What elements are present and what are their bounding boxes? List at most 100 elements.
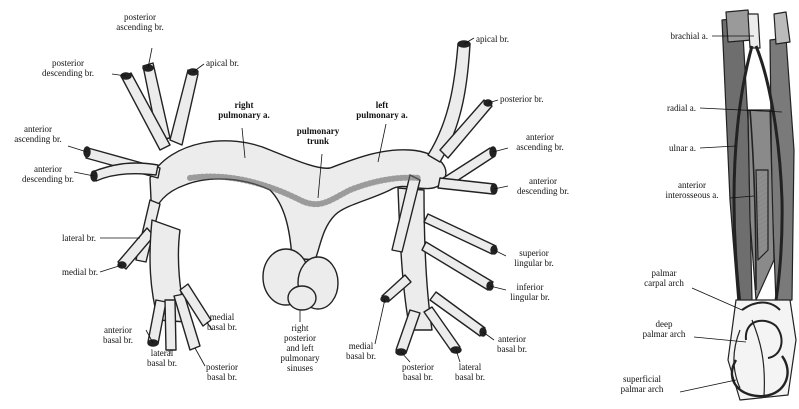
left-lung-branches — [381, 41, 497, 355]
label-deep-palmar-arch-line: deep — [656, 319, 673, 329]
label-anterior-ascending-right-line: anterior — [24, 124, 52, 134]
label-superior-lingular-line: lingular br. — [514, 258, 554, 268]
pulmonary-sinuses — [263, 249, 338, 310]
label-anterior-basal-left-line: basal br. — [497, 344, 527, 354]
label-apical-right-line: apical br. — [206, 58, 239, 68]
label-medial-basal-left-line: medial — [349, 341, 374, 351]
label-anterior-ascending-left-line: ascending br. — [516, 142, 564, 152]
label-left-pulmonary-artery-line: left — [376, 100, 389, 110]
label-pulmonary-sinuses-line: and left — [286, 343, 314, 353]
label-anterior-basal-left: anteriorbasal br. — [497, 334, 527, 354]
label-pulmonary-sinuses-line: pulmonary — [281, 353, 320, 363]
label-posterior-left-line: posterior br. — [500, 94, 544, 104]
forearm-arteries — [722, 10, 796, 400]
label-anterior-ascending-right: anteriorascending br. — [14, 124, 62, 144]
label-posterior-ascending-line: ascending br. — [116, 22, 164, 32]
label-lateral-basal-right-line: lateral — [151, 348, 174, 358]
label-posterior-descending-line: posterior — [52, 58, 84, 68]
label-posterior-basal-right-line: posterior — [206, 362, 238, 372]
pulmonary-artery-tree — [84, 41, 497, 355]
label-left-pulmonary-artery-line: pulmonary a. — [356, 110, 408, 120]
label-radial-artery-line: radial a. — [667, 103, 696, 113]
label-anterior-interosseous-artery-line: anterior — [678, 180, 706, 190]
label-apical-left: apical br. — [476, 34, 509, 44]
label-anterior-basal-left-line: anterior — [498, 334, 526, 344]
apical-branch-right — [170, 70, 198, 145]
label-superficial-palmar-arch: superficialpalmar arch — [621, 374, 664, 394]
label-inferior-lingular-line: lingular br. — [510, 292, 550, 302]
label-posterior-basal-right-line: basal br. — [207, 372, 237, 382]
label-brachial-artery: brachial a. — [671, 31, 708, 41]
label-anterior-ascending-left-line: anterior — [526, 132, 554, 142]
anterior-descending-branch-right — [92, 163, 158, 181]
label-posterior-basal-left: posteriorbasal br. — [402, 362, 434, 382]
label-medial-branch-line: medial br. — [62, 267, 98, 277]
label-lateral-basal-right-line: basal br. — [147, 358, 177, 368]
label-posterior-left: posterior br. — [500, 94, 544, 104]
label-superficial-palmar-arch-line: superficial — [623, 374, 661, 384]
label-pulmonary-sinuses-line: posterior — [284, 333, 316, 343]
label-lateral-basal-left-line: lateral — [459, 362, 482, 372]
label-anterior-descending-right-line: descending br. — [22, 174, 74, 184]
forearm-muscle-right — [770, 38, 794, 302]
label-ulnar-artery-line: ulnar a. — [669, 143, 696, 153]
label-medial-basal-right-line: basal br. — [207, 322, 237, 332]
label-pulmonary-sinuses-line: sinuses — [287, 363, 314, 373]
lateral-basal-branch-right — [165, 300, 176, 350]
label-anterior-interosseous-artery-line: interosseous a. — [666, 190, 719, 200]
label-right-pulmonary-artery-line: right — [235, 100, 254, 110]
label-ulnar-artery: ulnar a. — [669, 143, 696, 153]
label-posterior-basal-left-line: posterior — [402, 362, 434, 372]
label-anterior-ascending-right-line: ascending br. — [14, 134, 62, 144]
label-anterior-descending-right-line: anterior — [34, 164, 62, 174]
label-brachial-artery-line: brachial a. — [671, 31, 708, 41]
anterior-basal-branch-right — [148, 300, 166, 344]
label-palmar-carpal-arch-line: palmar — [652, 268, 677, 278]
label-pulmonary-sinuses-line: right — [292, 323, 309, 333]
label-deep-palmar-arch-line: palmar arch — [643, 329, 686, 339]
label-medial-branch: medial br. — [62, 267, 98, 277]
label-inferior-lingular-line: inferior — [517, 282, 544, 292]
label-anterior-descending-left-line: descending br. — [517, 186, 569, 196]
label-posterior-ascending-line: posterior — [124, 12, 156, 22]
label-medial-basal-right-line: medial — [210, 312, 235, 322]
posterior-basal-branch-left — [396, 310, 420, 353]
label-apical-right: apical br. — [206, 58, 239, 68]
label-anterior-basal-right-line: basal br. — [103, 335, 133, 345]
label-anterior-basal-right-line: anterior — [104, 325, 132, 335]
label-palmar-carpal-arch-line: carpal arch — [644, 278, 684, 288]
anterior-descending-branch-left — [438, 178, 494, 194]
label-radial-artery: radial a. — [667, 103, 696, 113]
brachial-artery — [748, 14, 760, 48]
label-superior-lingular-line: superior — [519, 248, 549, 258]
label-right-pulmonary-artery-line: pulmonary a. — [218, 110, 270, 120]
label-lateral-branch-line: lateral br. — [62, 233, 96, 243]
label-posterior-descending-line: descending br. — [42, 68, 94, 78]
label-right-pulmonary-artery: rightpulmonary a. — [218, 100, 270, 120]
label-anterior-descending-left-line: anterior — [529, 176, 557, 186]
label-lateral-basal-left-line: basal br. — [455, 372, 485, 382]
right-lung-branches — [84, 63, 211, 350]
label-medial-basal-left-line: basal br. — [346, 351, 376, 361]
label-lateral-branch: lateral br. — [62, 233, 96, 243]
label-posterior-basal-left-line: basal br. — [403, 372, 433, 382]
